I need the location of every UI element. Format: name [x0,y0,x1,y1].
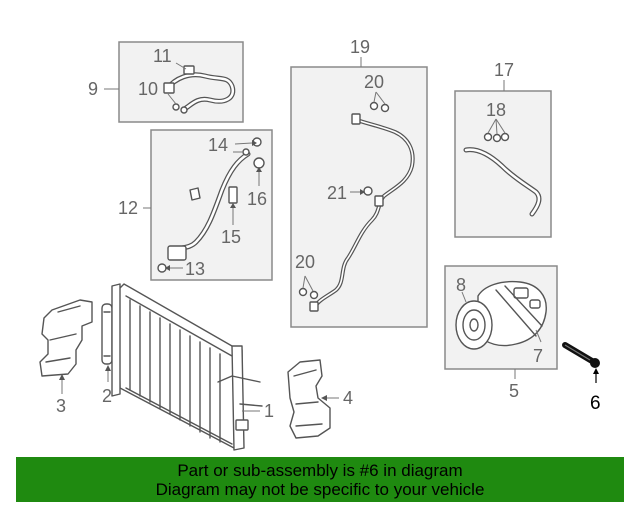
callout-7: 7 [533,346,544,366]
callout-12: 12 [118,198,139,218]
footer-line-1: Part or sub-assembly is #6 in diagram [177,461,463,480]
callout-13: 13 [185,259,206,279]
callout-15: 15 [221,227,242,247]
callout-2: 2 [102,386,113,406]
callout-9: 9 [88,79,99,99]
callout-1: 1 [264,401,275,421]
box-12-hose [143,129,273,281]
callout-19: 19 [350,37,371,57]
callout-16: 16 [247,189,268,209]
callout-3: 3 [56,396,67,416]
callout-11: 11 [153,46,172,66]
callout-17: 17 [494,60,515,80]
callout-20-bottom: 20 [295,252,316,272]
callout-4: 4 [343,388,354,408]
callout-10: 10 [138,79,159,99]
part-1-condenser [111,283,263,451]
footer-line-2: Diagram may not be specific to your vehi… [155,480,485,499]
box-19-tube [290,57,428,328]
callout-5: 5 [509,381,520,401]
part-6-bolt [562,342,600,383]
box-9-hose [104,41,244,123]
callout-8: 8 [456,275,467,295]
box-17-pipe [454,80,552,238]
part-3-bracket [39,299,93,394]
footer-banner: Part or sub-assembly is #6 in diagram Di… [16,457,624,502]
part-2-drier [101,303,113,382]
box-5-compressor [444,265,558,379]
callout-18: 18 [486,100,507,120]
part-4-shield [287,359,339,439]
callout-6: 6 [590,393,601,414]
callout-14: 14 [208,135,229,155]
callout-20-top: 20 [364,72,385,92]
callout-21: 21 [327,183,348,203]
